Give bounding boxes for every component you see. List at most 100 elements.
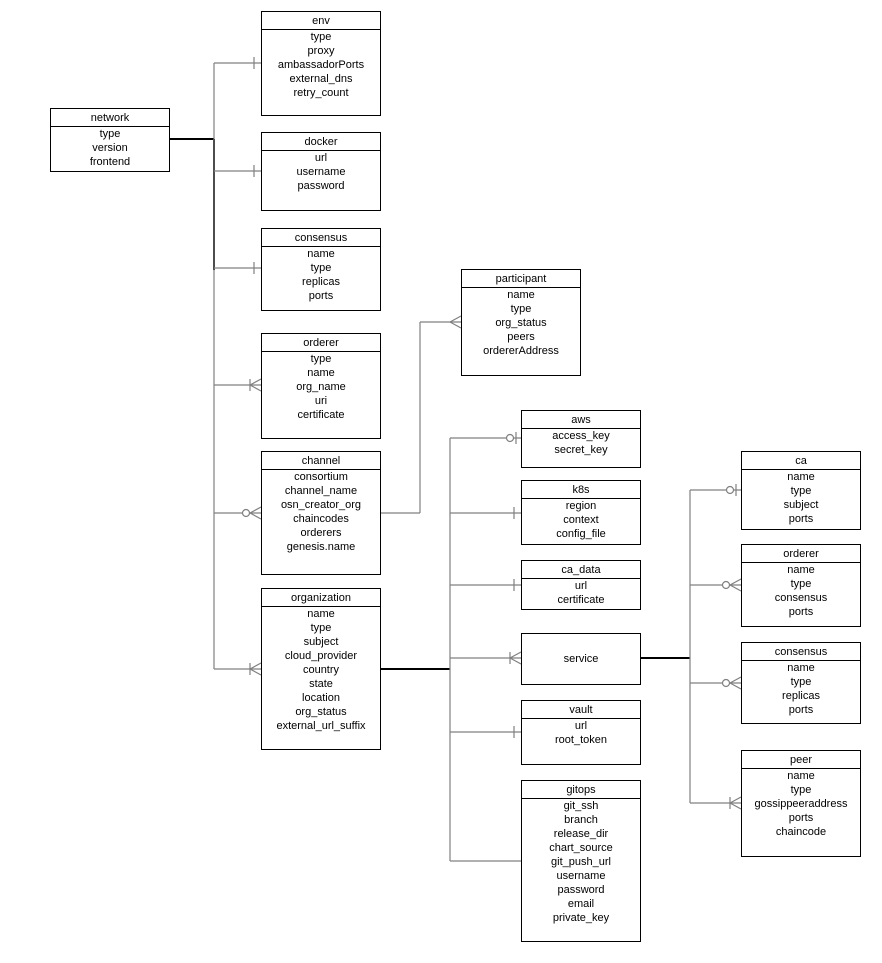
entity-title: consensus <box>742 643 860 661</box>
entity-attribute: channel_name <box>284 485 358 497</box>
entity-attribute: ports <box>788 812 814 824</box>
entity-attribute: ports <box>308 290 334 302</box>
entity-title: docker <box>262 133 380 151</box>
crows-foot-marker <box>509 651 522 659</box>
entity-title: gitops <box>522 781 640 799</box>
entity-title: aws <box>522 411 640 429</box>
entity-attribute: version <box>92 142 128 154</box>
entity-attribute: ordererAddress <box>483 345 559 357</box>
entity-attribute: secret_key <box>554 444 608 456</box>
entity-attribute: name <box>787 662 815 674</box>
cardinality-zero-marker <box>721 580 731 590</box>
entity-attribute: type <box>310 31 332 43</box>
entity-attribute: retry_count <box>293 87 349 99</box>
entity-attribute: orderers <box>300 527 342 539</box>
entity-attribute: name <box>787 471 815 483</box>
crows-foot-marker <box>729 584 742 592</box>
entity-attribute: private_key <box>552 912 610 924</box>
crows-foot-marker <box>729 682 742 690</box>
entity-attribute: password <box>557 884 605 896</box>
entity-title: ca_data <box>522 561 640 579</box>
entity-title: orderer <box>742 545 860 563</box>
entity-attribute: password <box>297 180 345 192</box>
entity-title: env <box>262 12 380 30</box>
entity-attribute: ambassadorPorts <box>277 59 365 71</box>
crows-foot-marker <box>249 512 262 520</box>
entity-title: peer <box>742 751 860 769</box>
entity-attribute: ports <box>788 704 814 716</box>
entity-attribute: url <box>574 580 588 592</box>
entity-title: vault <box>522 701 640 719</box>
crows-foot-marker <box>729 676 742 684</box>
entity-attribute: config_file <box>556 528 606 540</box>
entity-attribute: ports <box>788 606 814 618</box>
crows-foot-marker <box>249 506 262 514</box>
entity-attribute: cloud_provider <box>284 650 358 662</box>
entity-attribute: location <box>302 692 340 704</box>
entity-attribute: replicas <box>782 690 820 702</box>
entity-title: service <box>563 653 599 665</box>
entity-attribute: type <box>510 303 532 315</box>
entity-title: orderer <box>262 334 380 352</box>
entity-attribute: type <box>790 485 812 497</box>
entity-attribute: certificate <box>557 594 605 606</box>
entity-attribute: git_push_url <box>551 856 611 868</box>
entity-attribute: type <box>310 353 332 365</box>
entity-title: organization <box>262 589 380 607</box>
entity-attribute: branch <box>564 814 598 826</box>
entity-attributes: url certificate <box>522 579 640 607</box>
entity-title: k8s <box>522 481 640 499</box>
entity-attribute: osn_creator_org <box>280 499 362 511</box>
entity-attribute: country <box>302 664 340 676</box>
crows-foot-marker <box>449 315 462 323</box>
crows-foot-marker <box>509 657 522 665</box>
entity-attribute: name <box>307 248 335 260</box>
entity-attribute: email <box>567 898 595 910</box>
entity-attribute: name <box>307 367 335 379</box>
entity-attribute: region <box>565 500 597 512</box>
entity-attribute: uri <box>314 395 328 407</box>
entity-attribute: username <box>556 870 606 882</box>
entity-attribute: release_dir <box>553 828 609 840</box>
entity-attribute: subject <box>303 636 339 648</box>
entity-attribute: genesis.name <box>286 541 356 553</box>
entity-attribute: type <box>310 262 332 274</box>
entity-service[interactable]: service <box>521 633 641 685</box>
entity-title: consensus <box>262 229 380 247</box>
entity-attribute: consensus <box>774 592 828 604</box>
entity-attribute: org_name <box>296 381 346 393</box>
cardinality-zero-marker <box>241 508 251 518</box>
entity-attribute: chaincodes <box>293 513 349 525</box>
entity-attribute: root_token <box>555 734 607 746</box>
entity-attribute: type <box>790 784 812 796</box>
crows-foot-marker <box>729 802 742 810</box>
entity-title: participant <box>462 270 580 288</box>
